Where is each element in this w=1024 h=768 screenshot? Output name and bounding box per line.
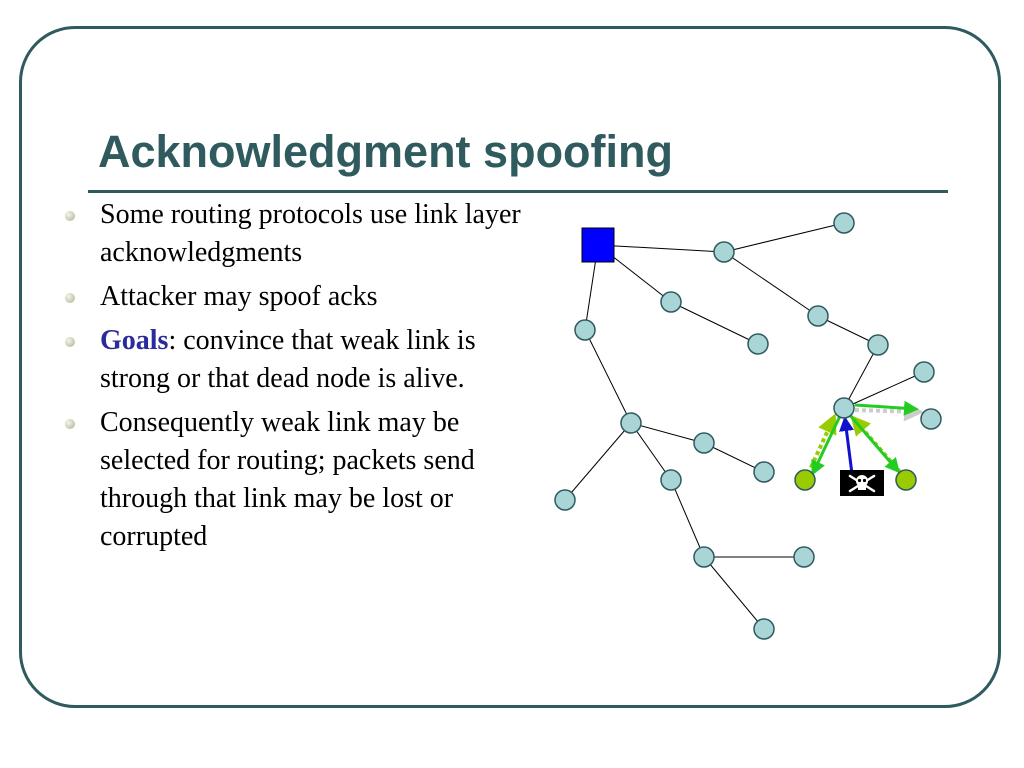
spoofed-ack-arrow xyxy=(806,413,837,475)
bullet-text: : convince that weak link is strong or t… xyxy=(100,325,476,394)
bullet-dot-icon xyxy=(65,337,75,347)
sensor-node xyxy=(693,432,715,454)
sensor-node xyxy=(620,412,642,434)
network-link xyxy=(843,344,879,409)
sensor-node xyxy=(747,333,769,355)
base-station xyxy=(581,227,615,263)
sensor-node xyxy=(713,241,735,263)
network-link xyxy=(630,422,672,481)
network-link xyxy=(597,244,725,253)
victim-nodes xyxy=(794,469,917,491)
network-link xyxy=(723,222,845,253)
sensor-node xyxy=(660,291,682,313)
victim-node xyxy=(794,469,816,491)
sensor-node xyxy=(660,469,682,491)
network-link xyxy=(584,329,632,424)
bullet-item: Goals: convince that weak link is strong… xyxy=(62,322,532,398)
slide-frame xyxy=(19,26,1001,708)
bullet-dot-icon xyxy=(65,419,75,429)
victim-node xyxy=(895,469,917,491)
attack-arrows xyxy=(806,400,924,476)
network-link xyxy=(703,556,765,630)
network-link xyxy=(564,422,632,501)
slide-title: Acknowledgment spoofing xyxy=(98,126,674,177)
skull-and-crossbones-icon xyxy=(840,470,884,496)
sensor-node xyxy=(833,397,855,419)
bullet-text: Attacker may spoof acks xyxy=(100,281,378,312)
bullet-item: Consequently weak link may be selected f… xyxy=(62,404,532,556)
goals-emphasis: Goals xyxy=(100,325,169,356)
sensor-node xyxy=(574,319,596,341)
forward-arrow xyxy=(847,413,900,474)
title-divider xyxy=(88,190,948,193)
sensor-node xyxy=(793,546,815,568)
network-nodes xyxy=(554,212,942,640)
bullet-dot-icon xyxy=(65,211,75,221)
sensor-node xyxy=(807,305,829,327)
bullet-dot-icon xyxy=(65,293,75,303)
sensor-node xyxy=(833,212,855,234)
sensor-node xyxy=(693,546,715,568)
sensor-node xyxy=(867,334,889,356)
sensor-node xyxy=(920,408,942,430)
attacker-ack-arrow xyxy=(839,416,854,475)
network-link xyxy=(670,479,705,558)
bullet-list: Some routing protocols use link layer ac… xyxy=(62,196,532,562)
forward-arrow xyxy=(854,400,919,416)
network-link xyxy=(723,251,819,317)
bullet-text: Consequently weak link may be selected f… xyxy=(100,407,475,552)
network-link xyxy=(843,371,925,409)
network-link xyxy=(670,301,759,345)
sensor-node xyxy=(913,361,935,383)
sensor-node xyxy=(753,461,775,483)
network-link xyxy=(817,315,879,346)
bullet-item: Attacker may spoof acks xyxy=(62,278,532,316)
sensor-node xyxy=(554,489,576,511)
sensor-node xyxy=(753,618,775,640)
bullet-item: Some routing protocols use link layer ac… xyxy=(62,196,532,272)
bullet-text: Some routing protocols use link layer ac… xyxy=(100,199,521,268)
network-link xyxy=(703,442,765,473)
dead-link-arrow xyxy=(854,401,924,422)
network-links xyxy=(564,222,925,630)
forward-arrow xyxy=(811,415,842,476)
network-link xyxy=(630,422,705,444)
